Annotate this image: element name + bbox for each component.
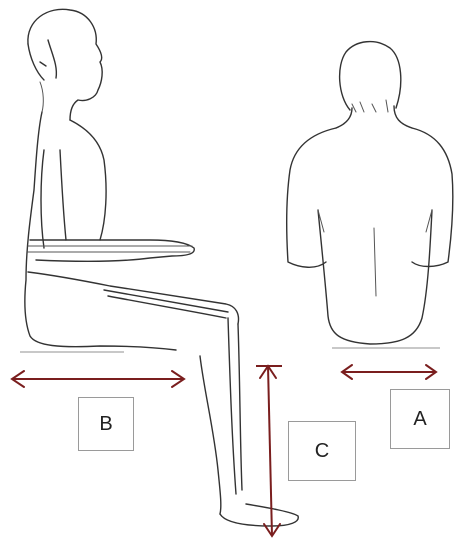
back-head [340,42,401,110]
side-thigh [28,272,239,324]
label-a: A [390,389,450,449]
side-calf [200,356,221,514]
side-chest [70,120,106,240]
back-torso [287,128,453,267]
back-view-figure [287,42,453,348]
arrow-b [12,371,184,387]
side-forearm [30,240,194,261]
side-view-figure [20,9,298,526]
label-c: C [288,421,356,481]
side-hair [28,40,56,80]
side-head [28,9,102,120]
arrow-a [342,365,436,379]
spine [374,228,376,296]
side-arm [41,150,66,248]
back-neck [336,106,412,128]
label-b: B [78,397,134,451]
side-foot [220,504,298,526]
side-shin [228,318,242,494]
